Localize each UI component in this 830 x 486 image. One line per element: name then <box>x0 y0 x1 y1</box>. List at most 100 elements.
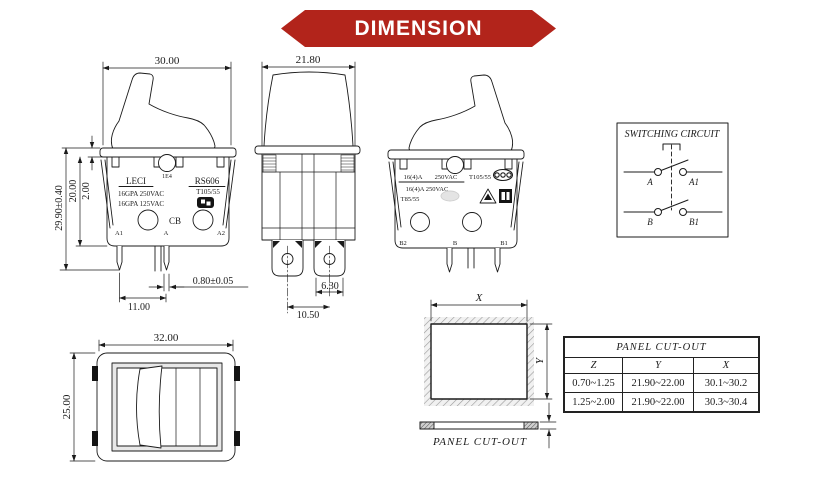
terminal-a2: A2 <box>217 230 225 237</box>
terminal-b: B <box>453 240 458 247</box>
panel-cutout-caption: PANEL CUT-OUT <box>432 436 527 448</box>
terminal-a: A <box>164 230 169 237</box>
dim-30-label: 30.00 <box>155 55 180 67</box>
rocker-top-lines <box>175 367 218 447</box>
side-view: 21.80 6.30 10.50 <box>254 54 361 321</box>
snap-wing-left <box>100 159 114 229</box>
dim-z-arrows <box>539 402 557 449</box>
circuit-box <box>616 122 729 238</box>
dim-200-label: 2.00 <box>81 182 92 200</box>
cutout-rect <box>430 323 528 400</box>
rating-b-1c: T105/55 <box>469 174 491 181</box>
dim-2180-label: 21.80 <box>296 54 321 66</box>
front-view-b: 16(4)A 250VAC T105/55 16(4)A 250VAC T85/… <box>387 74 525 273</box>
dim-630 <box>315 277 344 297</box>
pin-b1 <box>494 247 501 273</box>
table-row: 1.25~2.00 21.90~22.00 30.3~30.4 <box>563 392 760 413</box>
panel-side-end-left <box>419 421 435 430</box>
dim-2500-label: 25.00 <box>61 394 73 419</box>
cell-y-2: 21.90~22.00 <box>622 392 694 413</box>
dim-080-label: 0.80±0.05 <box>193 276 234 287</box>
cert-triangle-logo <box>479 188 497 204</box>
mount-tabs-a <box>111 156 225 168</box>
cell-y-1: 21.90~22.00 <box>622 373 694 393</box>
pin-rear-b <box>467 247 475 269</box>
terminal-a1: A1 <box>115 230 123 237</box>
actuator-hole-right-b <box>462 212 482 232</box>
table-row: 0.70~1.25 21.90~22.00 30.1~30.2 <box>563 373 760 393</box>
mech-link-bracket <box>662 143 681 151</box>
cert-circles-logo <box>492 168 514 182</box>
terminal-b2: B2 <box>399 240 407 247</box>
pole-a <box>623 159 723 176</box>
temp-rating-a: T105/55 <box>196 188 220 196</box>
terminal-clips <box>273 241 344 248</box>
table-title: PANEL CUT-OUT <box>563 336 760 358</box>
lever-b <box>408 74 514 152</box>
dim-1100 <box>119 272 167 303</box>
dim-1100-label: 11.00 <box>128 302 150 313</box>
dim-3200 <box>98 339 234 352</box>
cell-x-1: 30.1~30.2 <box>693 373 760 393</box>
actuator-hole-left <box>137 209 159 231</box>
label-b1: B1 <box>689 217 699 227</box>
faint-cert-logo <box>440 190 460 202</box>
dim-x-label: X <box>475 292 484 304</box>
rating-a-1: 16GPA 250VAC <box>118 190 164 198</box>
label-a: A <box>646 177 653 187</box>
top-view: 32.00 25.00 <box>61 332 240 462</box>
snap-wing-left-b <box>388 161 402 231</box>
rating-b-3: T85/55 <box>401 196 420 203</box>
dim-y-label: Y <box>534 356 546 364</box>
bezel-tabs <box>92 366 240 446</box>
dimension-banner: DIMENSION <box>281 10 556 47</box>
cell-x-2: 30.3~30.4 <box>693 392 760 413</box>
lever-a <box>110 72 216 150</box>
terminal-centerlines <box>287 245 330 314</box>
front-view-a: 1E4 LECI RS606 16GPA 250VAC T105/55 16GP… <box>54 55 249 313</box>
body-side <box>261 153 356 241</box>
cell-z-2: 1.25~2.00 <box>563 392 623 413</box>
dim-30 <box>102 61 232 146</box>
pin-a1 <box>116 245 123 271</box>
pin-rear <box>154 245 162 272</box>
terminal-b1: B1 <box>500 240 508 247</box>
dim-left-stack <box>59 135 120 271</box>
label-b: B <box>647 217 653 227</box>
actuator-hole-right <box>192 209 214 231</box>
dim-y <box>529 323 553 400</box>
dim-080 <box>148 273 249 292</box>
circuit-title: SWITCHING CIRCUIT <box>625 129 721 140</box>
banner-label: DIMENSION <box>354 16 483 40</box>
rating-a-2: 16GPA 125VAC <box>118 200 164 208</box>
dim-3200-label: 32.00 <box>154 332 179 344</box>
dim-2500 <box>69 352 96 462</box>
flange-side <box>254 145 361 155</box>
code-1e4: 1E4 <box>162 174 172 180</box>
brand-label: LECI <box>126 176 146 186</box>
label-a1: A1 <box>688 177 699 187</box>
rocker-top <box>136 365 163 449</box>
dim-1050-label: 10.50 <box>297 310 320 321</box>
center-hole-b <box>446 156 464 174</box>
snap-wing-right <box>222 159 236 229</box>
ul-recognized-mark <box>197 197 214 208</box>
model-label: RS606 <box>195 176 220 186</box>
cert-square-logo <box>499 189 512 203</box>
table-header-y: Y <box>622 357 694 374</box>
switching-circuit: SWITCHING CIRCUIT A A1 B B1 <box>616 122 729 238</box>
rating-b-1b: 250VAC <box>435 174 458 181</box>
table-header-x: X <box>693 357 760 374</box>
dim-x <box>430 299 528 322</box>
body-side-lines <box>261 153 356 241</box>
rocker-side <box>263 71 354 147</box>
snap-wing-right-b <box>510 161 524 231</box>
panel-side-bar <box>419 421 539 430</box>
panel-side-end-right <box>523 421 539 430</box>
panel-cutout-table: PANEL CUT-OUT Z Y X 0.70~1.25 21.90~22.0… <box>563 336 760 413</box>
cell-z-1: 0.70~1.25 <box>563 373 623 393</box>
pin-a <box>163 245 170 271</box>
pin-b <box>446 247 453 273</box>
